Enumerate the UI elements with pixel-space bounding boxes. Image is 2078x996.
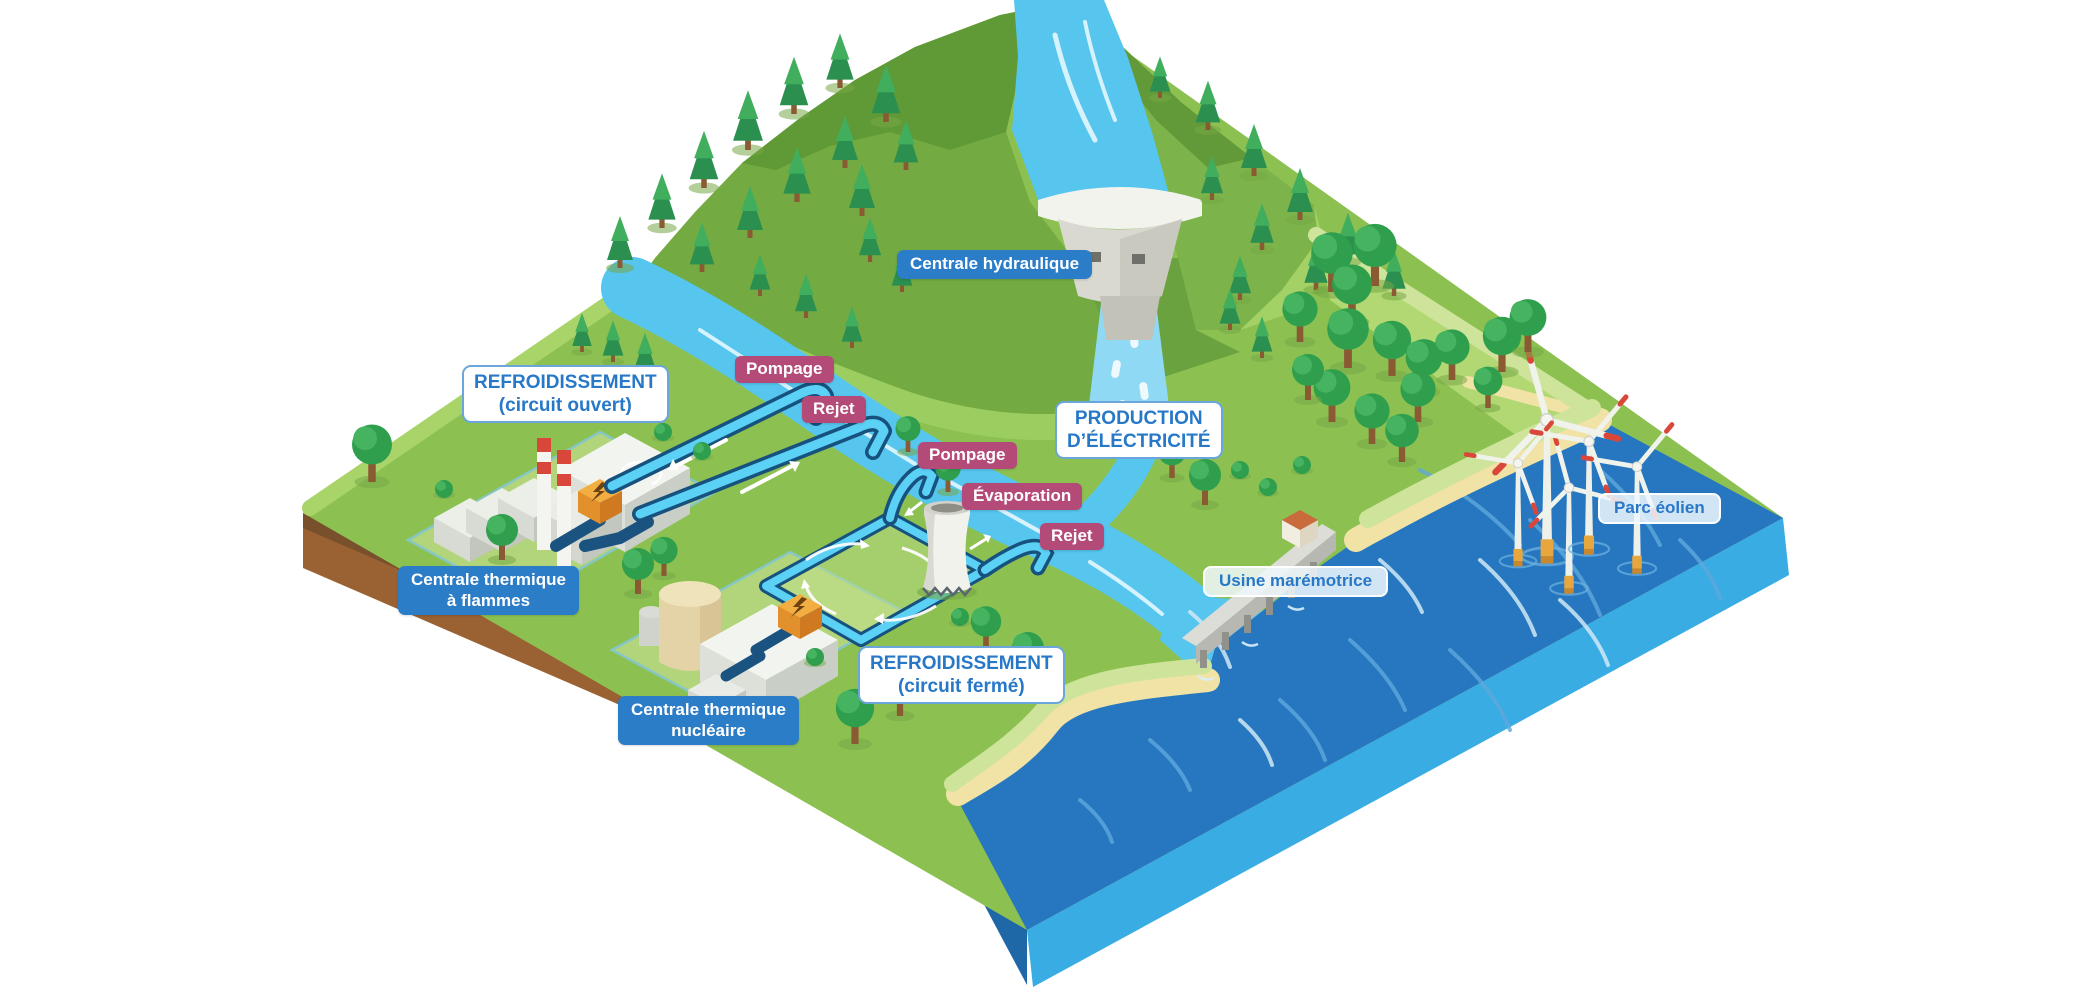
label-text: Centrale thermique [631, 700, 786, 719]
label-text: Rejet [1051, 526, 1093, 545]
barrage-house [1282, 510, 1318, 548]
label-parc-eolien: Parc éolien [1598, 493, 1721, 524]
cooling-tower [917, 501, 977, 600]
label-production-electricite: PRODUCTION D’ÉLÉCTRICITÉ [1055, 401, 1223, 460]
label-refroidissement-circuit-ferme: REFROIDISSEMENT (circuit fermé) [858, 646, 1065, 705]
label-text: Usine marémotrice [1219, 571, 1373, 590]
label-text: Parc éolien [1614, 498, 1705, 517]
label-pompage-ouvert: Pompage [735, 356, 834, 383]
mountain-lake [1012, 0, 1172, 205]
label-text: Centrale thermique [411, 570, 566, 589]
label-text: (circuit ouvert) [498, 395, 632, 417]
hydro-dam [1038, 187, 1202, 443]
dam-crest [1038, 187, 1202, 229]
label-pompage-ferme: Pompage [918, 442, 1017, 469]
label-refroidissement-circuit-ouvert: REFROIDISSEMENT (circuit ouvert) [462, 365, 669, 424]
label-centrale-thermique-flammes: Centrale thermique à flammes [398, 566, 579, 616]
label-text: PRODUCTION [1074, 408, 1203, 429]
label-rejet-ferme: Rejet [1040, 523, 1104, 550]
label-text: Pompage [746, 359, 823, 378]
label-evaporation: Évaporation [962, 483, 1083, 510]
label-rejet-ouvert: Rejet [802, 396, 866, 423]
circulation-arrows [804, 542, 944, 622]
label-text: Centrale hydraulique [910, 254, 1080, 273]
label-text: nucléaire [671, 720, 746, 740]
label-text: à flammes [446, 590, 531, 610]
label-text: Pompage [929, 445, 1006, 464]
label-usine-maremotrice: Usine marémotrice [1203, 566, 1389, 597]
label-text: REFROIDISSEMENT [870, 653, 1053, 674]
label-centrale-thermique-nucleaire: Centrale thermique nucléaire [618, 696, 799, 746]
label-text: Rejet [813, 399, 855, 418]
label-text: REFROIDISSEMENT [474, 372, 657, 393]
label-text: Évaporation [973, 486, 1072, 505]
open-circuit-pipes [604, 381, 892, 522]
label-centrale-hydraulique: Centrale hydraulique [897, 250, 1093, 279]
label-text: D’ÉLÉCTRICITÉ [1067, 431, 1211, 453]
label-text: (circuit fermé) [897, 676, 1025, 698]
